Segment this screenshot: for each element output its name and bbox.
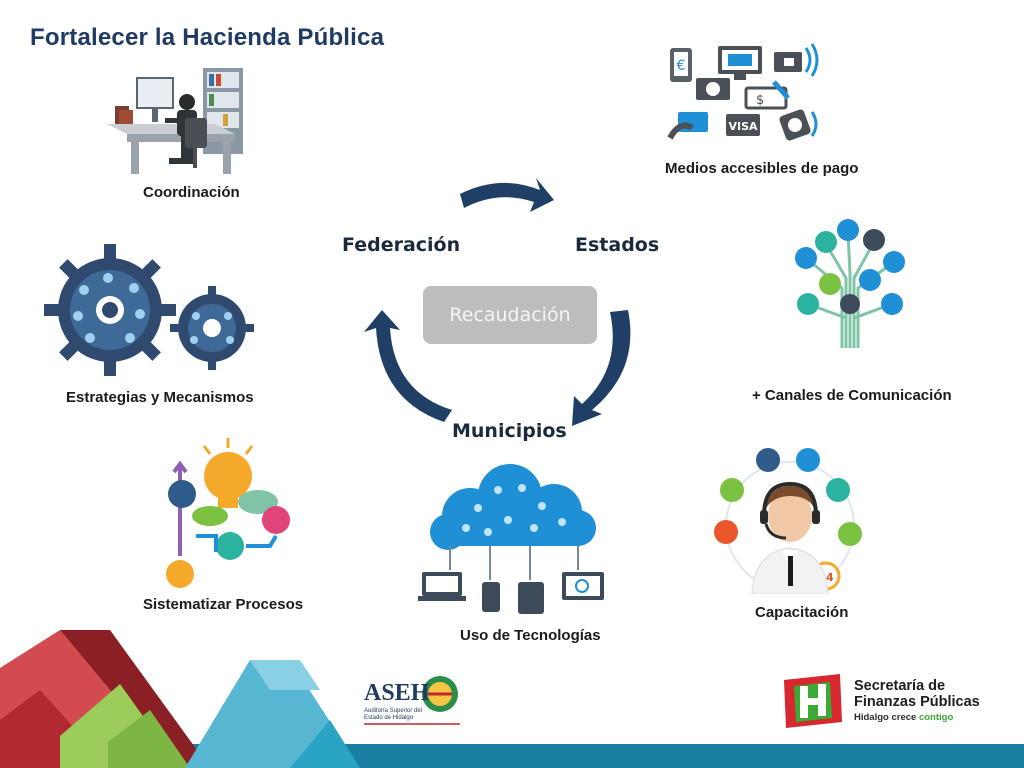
communication-tree-icon	[786, 218, 914, 350]
decorative-bottom-band	[0, 630, 1024, 768]
cycle-node-federacion: Federación	[342, 234, 461, 256]
sfp-logo-tagline: Hidalgo crece	[854, 712, 917, 723]
sfp-logo-line2: Finanzas Públicas	[854, 694, 980, 710]
aseh-logo-text: ASEH	[364, 680, 430, 706]
item-label-sistematizar: Sistematizar Procesos	[143, 596, 304, 613]
cycle-node-estados: Estados	[575, 234, 660, 256]
cycle-arrow-left	[364, 310, 452, 422]
cycle-arrows	[340, 160, 670, 430]
cycle-node-municipios: Municipios	[452, 420, 567, 442]
item-label-canales: + Canales de Comunicación	[752, 387, 952, 404]
cycle-arrow-top	[460, 178, 554, 212]
svg-text:€: €	[677, 58, 686, 74]
sfp-logo: Secretaría de Finanzas Públicas Hidalgo …	[780, 672, 990, 732]
center-recaudacion: Recaudación	[423, 286, 597, 344]
item-label-capacitacion: Capacitación	[755, 604, 849, 621]
sfp-logo-line1: Secretaría de	[854, 678, 946, 694]
office-worker-icon	[105, 62, 250, 177]
item-label-medios-pago: Medios accesibles de pago	[665, 160, 859, 177]
item-label-estrategias: Estrategias y Mecanismos	[66, 389, 254, 406]
cloud-devices-icon	[418, 462, 610, 614]
svg-text:$: $	[756, 93, 764, 108]
hidalgo-h-logo-icon	[784, 674, 842, 728]
call-center-agent-icon: 24	[712, 444, 868, 594]
sfp-logo-tagline-accent: contigo	[918, 712, 954, 723]
item-label-coordinacion: Coordinación	[143, 184, 240, 201]
slide-title: Fortalecer la Hacienda Pública	[30, 24, 385, 51]
payment-methods-icon: € $ VISA	[666, 42, 822, 148]
aseh-logo: ASEH Auditoría Superior del Estado de Hi…	[364, 672, 464, 734]
cycle-arrow-right	[572, 310, 631, 426]
aseh-logo-subtitle: Auditoría Superior del Estado de Hidalgo	[364, 708, 423, 721]
svg-text:VISA: VISA	[728, 120, 758, 133]
lightbulb-process-icon	[160, 436, 296, 592]
gears-icon	[44, 244, 256, 376]
item-label-tecnologias: Uso de Tecnologías	[460, 627, 601, 644]
